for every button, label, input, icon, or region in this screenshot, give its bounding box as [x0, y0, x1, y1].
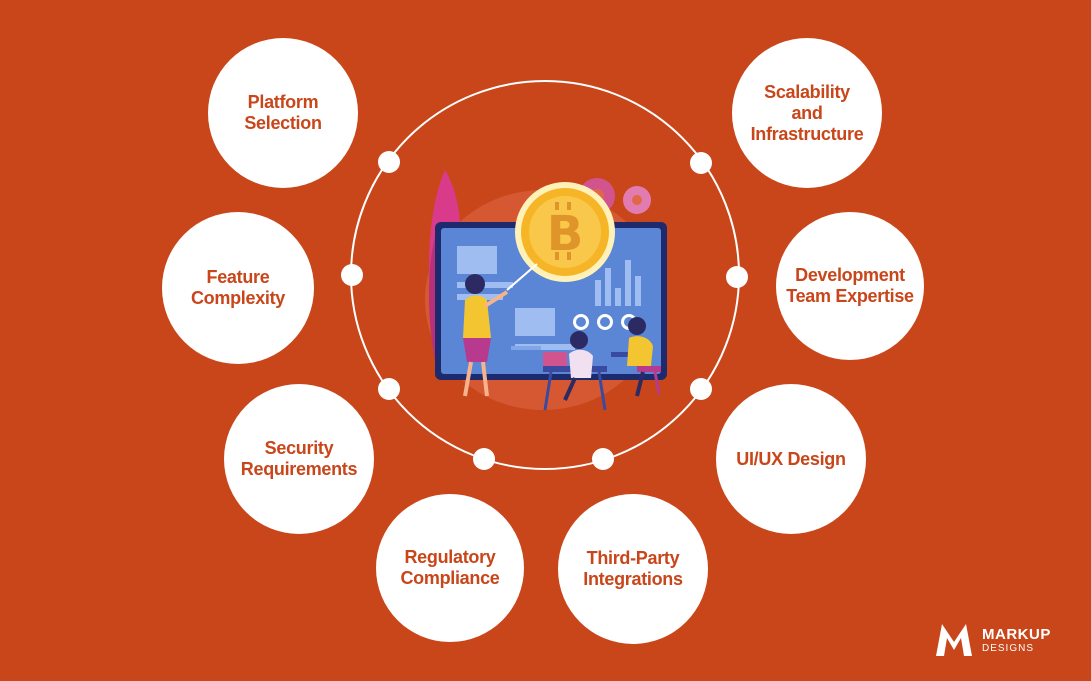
connector-dot	[473, 448, 495, 470]
node-label: UI/UX Design	[736, 448, 846, 469]
node-label: Feature Complexity	[190, 267, 286, 308]
node-ui-ux-design: UI/UX Design	[716, 384, 866, 534]
connector-dot	[726, 266, 748, 288]
node-third-party-integrations: Third-Party Integrations	[558, 494, 708, 644]
presenter-illustration: B	[425, 170, 667, 411]
markup-designs-logo: MARKUP DESIGNS	[934, 620, 1064, 660]
logo-brand: MARKUP	[982, 626, 1051, 643]
node-security-requirements: Security Requirements	[224, 384, 374, 534]
logo-m-icon	[936, 624, 972, 656]
node-scalability-infrastructure: Scalability and Infrastructure	[732, 38, 882, 188]
connector-dot	[378, 151, 400, 173]
connector-dot	[690, 378, 712, 400]
node-development-team-expertise: Development Team Expertise	[776, 212, 924, 360]
node-label: Development Team Expertise	[786, 265, 914, 306]
node-label: Platform Selection	[244, 92, 322, 133]
logo-sub: DESIGNS	[982, 643, 1035, 654]
node-label: Third-Party Integrations	[583, 548, 683, 589]
node-label: Regulatory Compliance	[400, 547, 500, 588]
node-platform-selection: Platform Selection	[208, 38, 358, 188]
connector-dot	[592, 448, 614, 470]
svg-text:B: B	[547, 206, 584, 262]
connector-dot	[341, 264, 363, 286]
connector-dot	[690, 152, 712, 174]
node-label: Security Requirements	[240, 438, 358, 479]
node-feature-complexity: Feature Complexity	[162, 212, 314, 364]
connector-dot	[378, 378, 400, 400]
bitcoin-icon: B	[515, 182, 615, 282]
node-label: Scalability and Infrastructure	[750, 81, 864, 144]
node-regulatory-compliance: Regulatory Compliance	[376, 494, 524, 642]
